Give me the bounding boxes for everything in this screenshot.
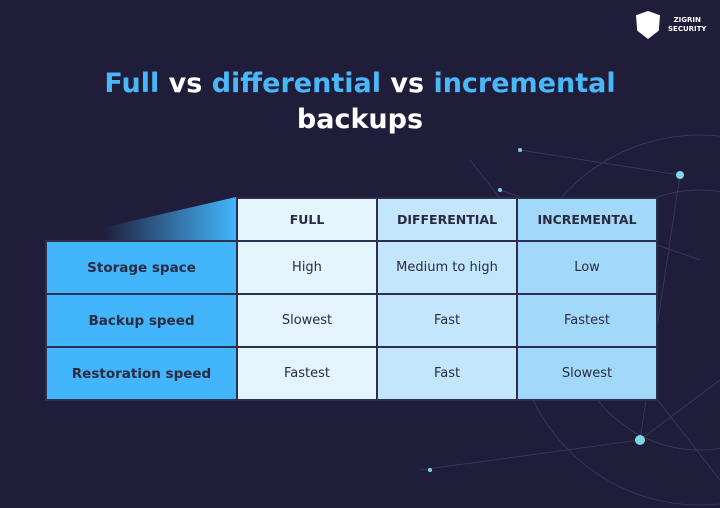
title-word: differential	[211, 68, 381, 99]
cell: Fastest	[236, 346, 378, 401]
wolf-shield-icon	[636, 11, 660, 39]
cell: High	[236, 240, 378, 295]
logo-line2: SECURITY	[668, 25, 707, 33]
title-word: Full	[104, 68, 160, 99]
row-header: Backup speed	[45, 293, 238, 348]
column-header: INCREMENTAL	[516, 197, 658, 242]
row-header: Restoration speed	[45, 346, 238, 401]
corner-cell	[46, 198, 237, 241]
title-word: incremental	[433, 68, 616, 99]
row-header: Storage space	[45, 240, 238, 295]
header-row: FULL DIFFERENTIAL INCREMENTAL	[46, 197, 658, 242]
cell: Low	[516, 240, 658, 295]
title-word: vs	[168, 68, 203, 99]
column-header: FULL	[236, 197, 378, 242]
title-word: backups	[296, 104, 424, 135]
column-header: DIFFERENTIAL	[376, 197, 518, 242]
comparison-table: FULL DIFFERENTIAL INCREMENTAL Storage sp…	[45, 197, 658, 401]
cell: Fast	[376, 293, 518, 348]
cell: Fastest	[516, 293, 658, 348]
page-title: Full vs differential vs incremental backu…	[0, 66, 720, 138]
cell: Fast	[376, 346, 518, 401]
logo-line1: ZIGRIN	[673, 16, 701, 24]
cell: Slowest	[516, 346, 658, 401]
title-word: vs	[390, 68, 425, 99]
cell: Slowest	[236, 293, 378, 348]
cell: Medium to high	[376, 240, 518, 295]
